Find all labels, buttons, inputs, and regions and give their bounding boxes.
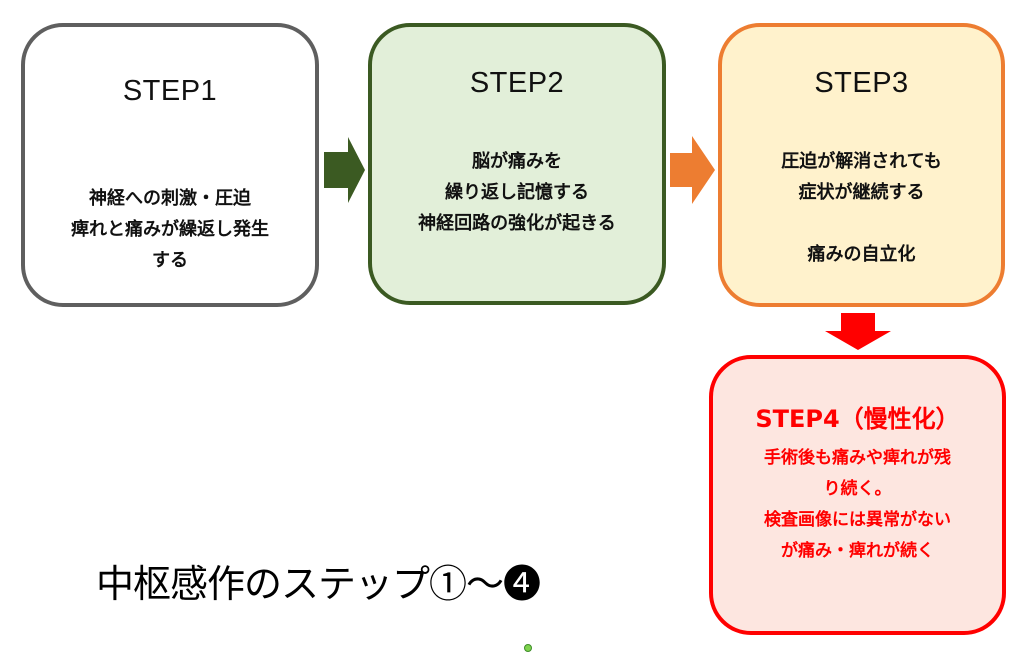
arrow-step2-to-step3 — [670, 136, 715, 204]
step2-line: 繰り返し記憶する — [445, 182, 589, 203]
green-dot-handle[interactable] — [524, 644, 532, 652]
step2-description: 脳が痛みを 繰り返し記憶する 神経回路の強化が起きる — [372, 146, 662, 239]
step3-box: STEP3 圧迫が解消されても 症状が継続する 痛みの自立化 — [718, 23, 1005, 307]
step3-line: 圧迫が解消されても — [781, 151, 942, 172]
step1-description: 神経への刺激・圧迫 痺れと痛みが繰返し発生 する — [25, 183, 315, 276]
arrow-right-icon — [670, 136, 715, 204]
arrow-right-icon — [324, 137, 365, 203]
step3-line: 痛みの自立化 — [807, 244, 916, 265]
arrow-down-icon — [825, 313, 891, 350]
step4-line: 検査画像には異常がない — [764, 510, 951, 530]
step3-title: STEP3 — [814, 67, 909, 99]
step1-line: 痺れと痛みが繰返し発生 — [71, 219, 269, 240]
arrow-step1-to-step2 — [324, 137, 365, 203]
step4-description: 手術後も痛みや痺れが残 り続く。 検査画像には異常がない が痛み・痺れが続く — [713, 443, 1002, 567]
main-title: 中枢感作のステップ①～❹ — [96, 562, 541, 606]
step2-line: 脳が痛みを — [472, 151, 562, 172]
step3-line: 症状が継続する — [798, 182, 925, 203]
step4-line: り続く。 — [823, 479, 892, 499]
step1-title: STEP1 — [122, 75, 218, 107]
step3-description: 圧迫が解消されても 症状が継続する 痛みの自立化 — [722, 146, 1001, 270]
step4-line: が痛み・痺れが続く — [781, 541, 934, 561]
step1-box: STEP1 神経への刺激・圧迫 痺れと痛みが繰返し発生 する — [21, 23, 319, 307]
step4-box: STEP4（慢性化） 手術後も痛みや痺れが残 り続く。 検査画像には異常がない … — [709, 355, 1006, 635]
step2-line: 神経回路の強化が起きる — [418, 213, 616, 234]
step2-box: STEP2 脳が痛みを 繰り返し記憶する 神経回路の強化が起きる — [368, 23, 666, 305]
step4-title: STEP4（慢性化） — [755, 405, 960, 433]
step2-title: STEP2 — [469, 67, 565, 99]
step4-line: 手術後も痛みや痺れが残 — [764, 448, 951, 468]
step1-line: 神経への刺激・圧迫 — [89, 188, 251, 209]
step3-line — [722, 208, 1001, 239]
arrow-step3-to-step4 — [825, 313, 891, 350]
step1-line: する — [152, 250, 188, 271]
